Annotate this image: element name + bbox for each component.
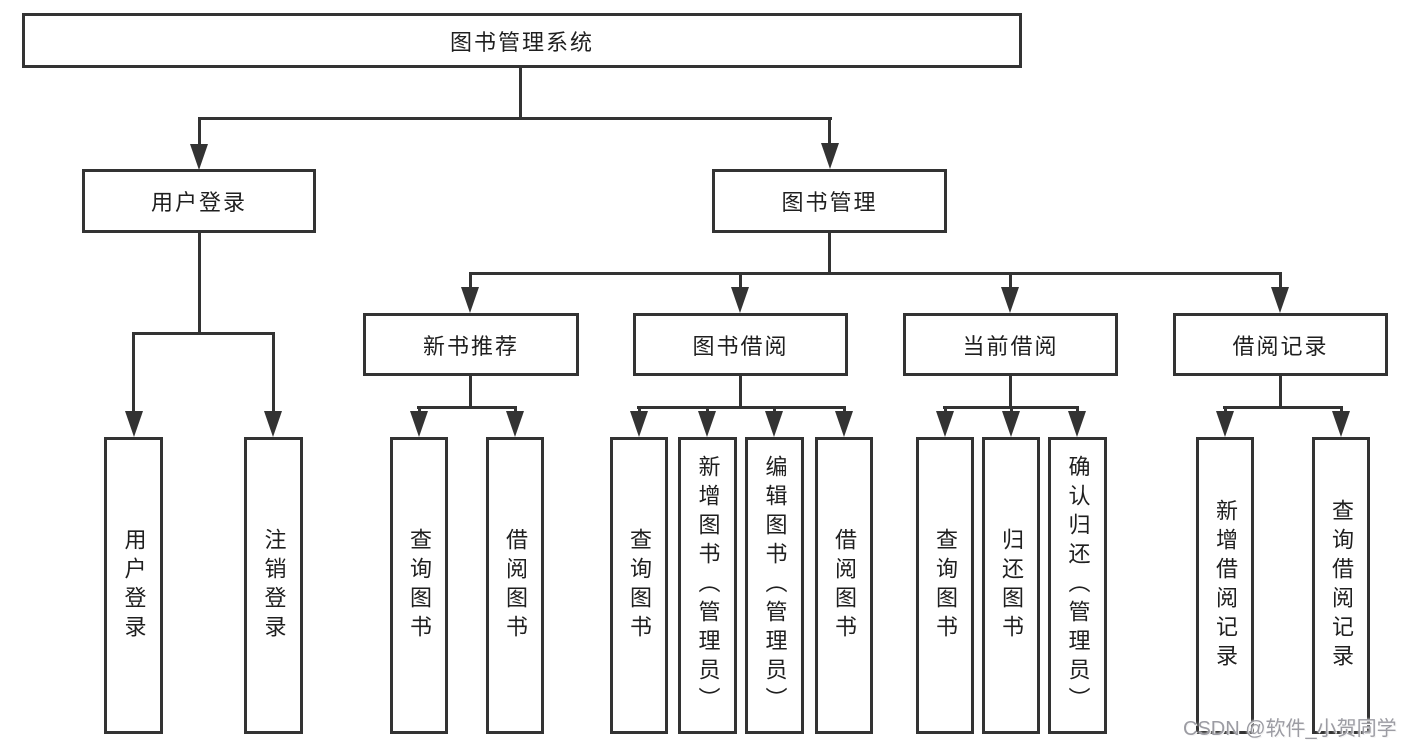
arrow-down-icon xyxy=(630,411,648,437)
arrow-down-icon xyxy=(264,411,282,437)
connector-segment xyxy=(132,332,135,412)
arrow-down-icon xyxy=(461,287,479,313)
connector-segment xyxy=(198,117,201,145)
connector-segment xyxy=(469,376,472,407)
arrow-down-icon xyxy=(506,411,524,437)
arrow-down-icon xyxy=(936,411,954,437)
connector-segment xyxy=(843,406,846,414)
node-book-borrow: 图书借阅 xyxy=(633,313,848,376)
leaf-add-borrow-record: 新增借阅记录 xyxy=(1196,437,1254,734)
connector-segment xyxy=(706,406,709,414)
leaf-query-current: 查询图书 xyxy=(916,437,974,734)
node-library-management-system: 图书管理系统 xyxy=(22,13,1022,68)
connector-segment xyxy=(1279,272,1282,288)
connector-segment xyxy=(1279,376,1282,407)
arrow-down-icon xyxy=(731,287,749,313)
connector-segment xyxy=(417,406,517,409)
arrow-down-icon xyxy=(1002,411,1020,437)
node-current-borrow: 当前借阅 xyxy=(903,313,1118,376)
connector-segment xyxy=(638,406,641,414)
arrow-down-icon xyxy=(410,411,428,437)
connector-segment xyxy=(1076,406,1079,414)
arrow-down-icon xyxy=(125,411,143,437)
arrow-down-icon xyxy=(835,411,853,437)
connector-segment xyxy=(1340,406,1343,414)
arrow-down-icon xyxy=(1216,411,1234,437)
connector-segment xyxy=(773,406,776,414)
leaf-logout: 注销登录 xyxy=(244,437,303,734)
leaf-label: 查询图书 xyxy=(407,527,432,644)
leaf-edit-book-admin: 编辑图书（管理员） xyxy=(745,437,804,734)
leaf-confirm-return-admin: 确认归还（管理员） xyxy=(1048,437,1107,734)
connector-segment xyxy=(514,406,517,414)
leaf-label: 归还图书 xyxy=(999,527,1024,644)
leaf-label: 编辑图书（管理员） xyxy=(762,455,788,716)
connector-segment xyxy=(272,332,275,412)
leaf-borrow-book-recommend: 借阅图书 xyxy=(486,437,544,734)
leaf-label: 注销登录 xyxy=(261,527,287,644)
arrow-down-icon xyxy=(1332,411,1350,437)
leaf-label: 用户登录 xyxy=(121,527,147,644)
leaf-label: 查询图书 xyxy=(627,527,652,644)
connector-segment xyxy=(1010,406,1013,414)
node-new-book-recommend: 新书推荐 xyxy=(363,313,579,376)
leaf-borrow-book: 借阅图书 xyxy=(815,437,873,734)
connector-segment xyxy=(418,406,421,414)
connector-segment xyxy=(469,272,1282,275)
node-book-management: 图书管理 xyxy=(712,169,947,233)
leaf-label: 查询借阅记录 xyxy=(1329,498,1354,673)
connector-segment xyxy=(1223,406,1343,409)
arrow-down-icon xyxy=(1001,287,1019,313)
leaf-query-borrow-record: 查询借阅记录 xyxy=(1312,437,1370,734)
node-borrow-record: 借阅记录 xyxy=(1173,313,1388,376)
leaf-label: 借阅图书 xyxy=(503,527,528,644)
connector-segment xyxy=(1009,376,1012,407)
arrow-down-icon xyxy=(190,144,208,170)
connector-segment xyxy=(469,272,472,288)
connector-segment xyxy=(198,233,201,334)
connector-segment xyxy=(1009,272,1012,288)
connector-segment xyxy=(828,117,831,145)
connector-segment xyxy=(1224,406,1227,414)
connector-segment xyxy=(132,332,275,335)
arrow-down-icon xyxy=(1068,411,1086,437)
leaf-label: 新增借阅记录 xyxy=(1213,498,1238,673)
leaf-query-book-recommend: 查询图书 xyxy=(390,437,448,734)
connector-segment xyxy=(739,376,742,407)
node-user-login: 用户登录 xyxy=(82,169,316,233)
arrow-down-icon xyxy=(698,411,716,437)
connector-segment xyxy=(198,117,832,120)
arrow-down-icon xyxy=(765,411,783,437)
leaf-label: 查询图书 xyxy=(933,527,958,644)
connector-segment xyxy=(944,406,947,414)
connector-segment xyxy=(519,68,522,117)
leaf-label: 确认归还（管理员） xyxy=(1065,455,1091,716)
connector-segment xyxy=(739,272,742,288)
watermark-text: CSDN @软件_小贺同学 xyxy=(1183,718,1397,740)
arrow-down-icon xyxy=(821,143,839,169)
connector-segment xyxy=(828,233,831,274)
leaf-add-book-admin: 新增图书（管理员） xyxy=(678,437,737,734)
leaf-label: 新增图书（管理员） xyxy=(695,455,721,716)
arrow-down-icon xyxy=(1271,287,1289,313)
leaf-user-login: 用户登录 xyxy=(104,437,163,734)
leaf-query-book: 查询图书 xyxy=(610,437,668,734)
connector-segment xyxy=(637,406,846,409)
leaf-label: 借阅图书 xyxy=(832,527,857,644)
leaf-return-book: 归还图书 xyxy=(982,437,1040,734)
